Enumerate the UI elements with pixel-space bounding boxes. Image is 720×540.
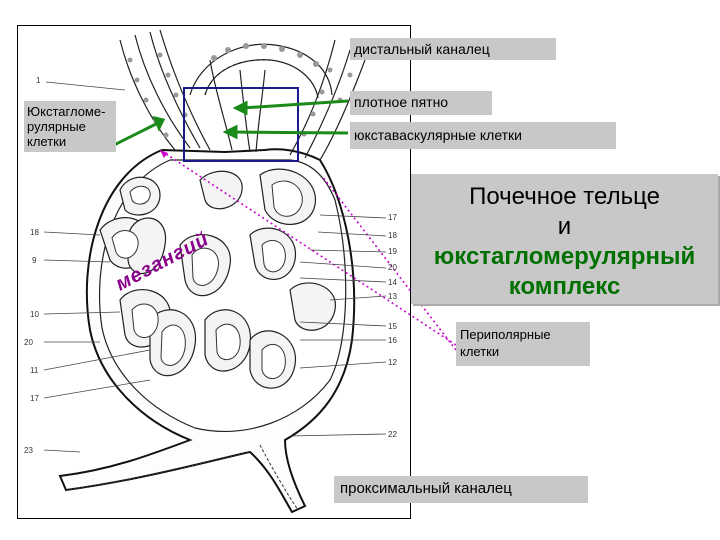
juxtaglomerular-cells-label: Юкстагломе-рулярные клетки <box>24 101 116 152</box>
figure-number: 9 <box>32 256 37 265</box>
magenta-pointers <box>159 149 457 351</box>
green-arrows <box>111 99 349 148</box>
figure-number: 1 <box>36 76 41 85</box>
figure-number: 14 <box>388 278 397 287</box>
title-line-2: и <box>557 213 572 240</box>
title-line-3: юкстагломерулярный <box>433 243 696 270</box>
figure-number: 23 <box>24 446 33 455</box>
figure-number: 20 <box>388 263 397 272</box>
title-line-1: Почечное тельце <box>469 183 660 210</box>
figure-number: 17 <box>30 394 39 403</box>
macula-densa-label: плотное пятно <box>350 91 492 115</box>
title-box: Почечное тельце и юкстагломерулярный ком… <box>411 174 718 304</box>
proximal-tubule-label: проксимальный каналец <box>334 476 588 503</box>
title-line-4: комплекс <box>508 273 621 300</box>
juxtavascular-cells-label: юкставаскулярные клетки <box>350 122 616 149</box>
figure-number: 22 <box>388 430 397 439</box>
figure-number: 18 <box>30 228 39 237</box>
distal-tubule-label: дистальный каналец <box>350 38 556 60</box>
figure-number: 18 <box>388 231 397 240</box>
figure-number: 13 <box>388 292 397 301</box>
figure-number: 11 <box>30 366 39 375</box>
figure-number: 16 <box>388 336 397 345</box>
figure-number: 12 <box>388 358 397 367</box>
macula-densa-highlight-box <box>183 87 299 162</box>
figure-number: 10 <box>30 310 39 319</box>
figure-number: 19 <box>388 247 397 256</box>
peripolar-cells-label: Периполярные клетки <box>456 322 590 366</box>
figure-number: 15 <box>388 322 397 331</box>
figure-number: 20 <box>24 338 33 347</box>
figure-number: 17 <box>388 213 397 222</box>
distal-tubule-drawing <box>189 43 333 99</box>
